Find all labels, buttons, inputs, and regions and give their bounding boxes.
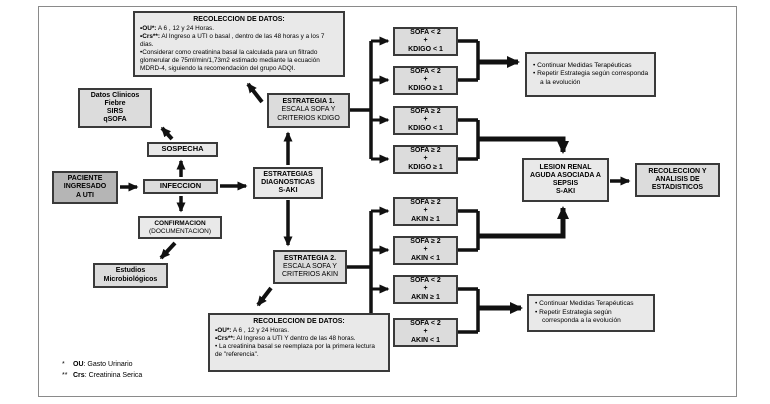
node-sofa-kdigo-3: SOFA ≥ 2 + KDIGO < 1 (393, 106, 458, 135)
node-sofa-akin-3: SOFA < 2 + AKIN ≥ 1 (393, 275, 458, 304)
node-subtitle: ESCALA SOFA Y CRITERIOS KDIGO (277, 106, 340, 122)
node-title: RECOLECCION DE DATOS: (193, 16, 285, 23)
node-sofa-akin-2: SOFA ≥ 2 + AKIN < 1 (393, 236, 458, 265)
node-sofa-kdigo-4: SOFA ≥ 2 + KDIGO ≥ 1 (393, 145, 458, 174)
node-subtitle: ESCALA SOFA Y CRITERIOS AKIN (281, 262, 338, 279)
bullet-item: • Continuar Medidas Terapéuticas (535, 300, 634, 308)
node-sofa-kdigo-2: SOFA < 2 + KDIGO ≥ 1 (393, 66, 458, 95)
node-title: ESTRATEGIA 1. (282, 98, 335, 106)
node-recoleccion-datos-top: RECOLECCION DE DATOS: •OU*: A 6 , 12 y 2… (133, 11, 345, 77)
bullet-item: • Repetir Estrategia según corresponda a… (533, 70, 649, 86)
bullet-item: • Continuar Medidas Terapéuticas (533, 61, 632, 69)
node-recoleccion-datos-bottom: RECOLECCION DE DATOS: •OU*: A 6 , 12 y 2… (208, 313, 390, 372)
node-sospecha: SOSPECHA (147, 142, 218, 157)
node-estrategias-diagnosticas: ESTRATEGIAS DIAGNOSTICAS S-AKI (253, 167, 323, 199)
bullet-item: •OU*: A 6 , 12 y 24 Horas. (140, 25, 215, 33)
footnote-line: *OU: Gasto Urinario (62, 361, 133, 368)
node-infeccion: INFECCION (143, 179, 218, 194)
bullet-item: •OU*: A 6 , 12 y 24 Horas. (215, 327, 290, 335)
node-estrategia-1: ESTRATEGIA 1. ESCALA SOFA Y CRITERIOS KD… (267, 93, 350, 128)
node-paciente-ingresado: PACIENTE INGRESADO A UTI (52, 171, 118, 204)
node-confirmacion: CONFIRMACION (DOCUMENTACION) (138, 216, 222, 239)
bullet-item: •Considerar como creatinina basal la cal… (140, 49, 320, 73)
node-estudios-microbiologicos: Estudios Microbiológicos (93, 263, 168, 288)
bullet-item: •Crs**: Al Ingreso a UTI Y dentro de las… (215, 335, 356, 343)
node-sofa-akin-1: SOFA ≥ 2 + AKIN ≥ 1 (393, 197, 458, 226)
node-sofa-akin-4: SOFA < 2 + AKIN < 1 (393, 318, 458, 347)
node-recoleccion-estadisticos: RECOLECCION Y ANALISIS DE ESTADISTICOS (635, 163, 720, 197)
node-lesion-renal: LESION RENAL AGUDA ASOCIADA A SEPSIS S-A… (522, 158, 609, 202)
footnote-line: **Crs: Creatinina Serica (62, 371, 143, 379)
node-estrategia-2: ESTRATEGIA 2. ESCALA SOFA Y CRITERIOS AK… (273, 250, 347, 284)
node-subtitle: (DOCUMENTACION) (149, 227, 211, 235)
node-outcome-top: • Continuar Medidas Terapéuticas • Repet… (525, 52, 656, 97)
diagram-frame (38, 6, 737, 397)
bullet-item: • Repetir Estrategia según corresponda a… (535, 308, 621, 325)
node-title: ESTRATEGIA 2. (283, 254, 337, 262)
bullet-item: •Crs**: Al Ingreso a UTI o basal , dentr… (140, 33, 325, 49)
footnotes: *OU: Gasto Urinario **Crs: Creatinina Se… (62, 360, 142, 381)
node-outcome-bottom: • Continuar Medidas Terapéuticas • Repet… (527, 294, 655, 332)
bullet-item: • La creatinina basal se reemplaza por l… (215, 343, 375, 359)
node-sofa-kdigo-1: SOFA < 2 + KDIGO < 1 (393, 27, 458, 56)
node-title: CONFIRMACION (154, 219, 206, 227)
node-datos-clinicos: Datos Clinicos Fiebre SIRS qSOFA (78, 88, 152, 128)
node-title: RECOLECCION DE DATOS: (253, 318, 345, 325)
